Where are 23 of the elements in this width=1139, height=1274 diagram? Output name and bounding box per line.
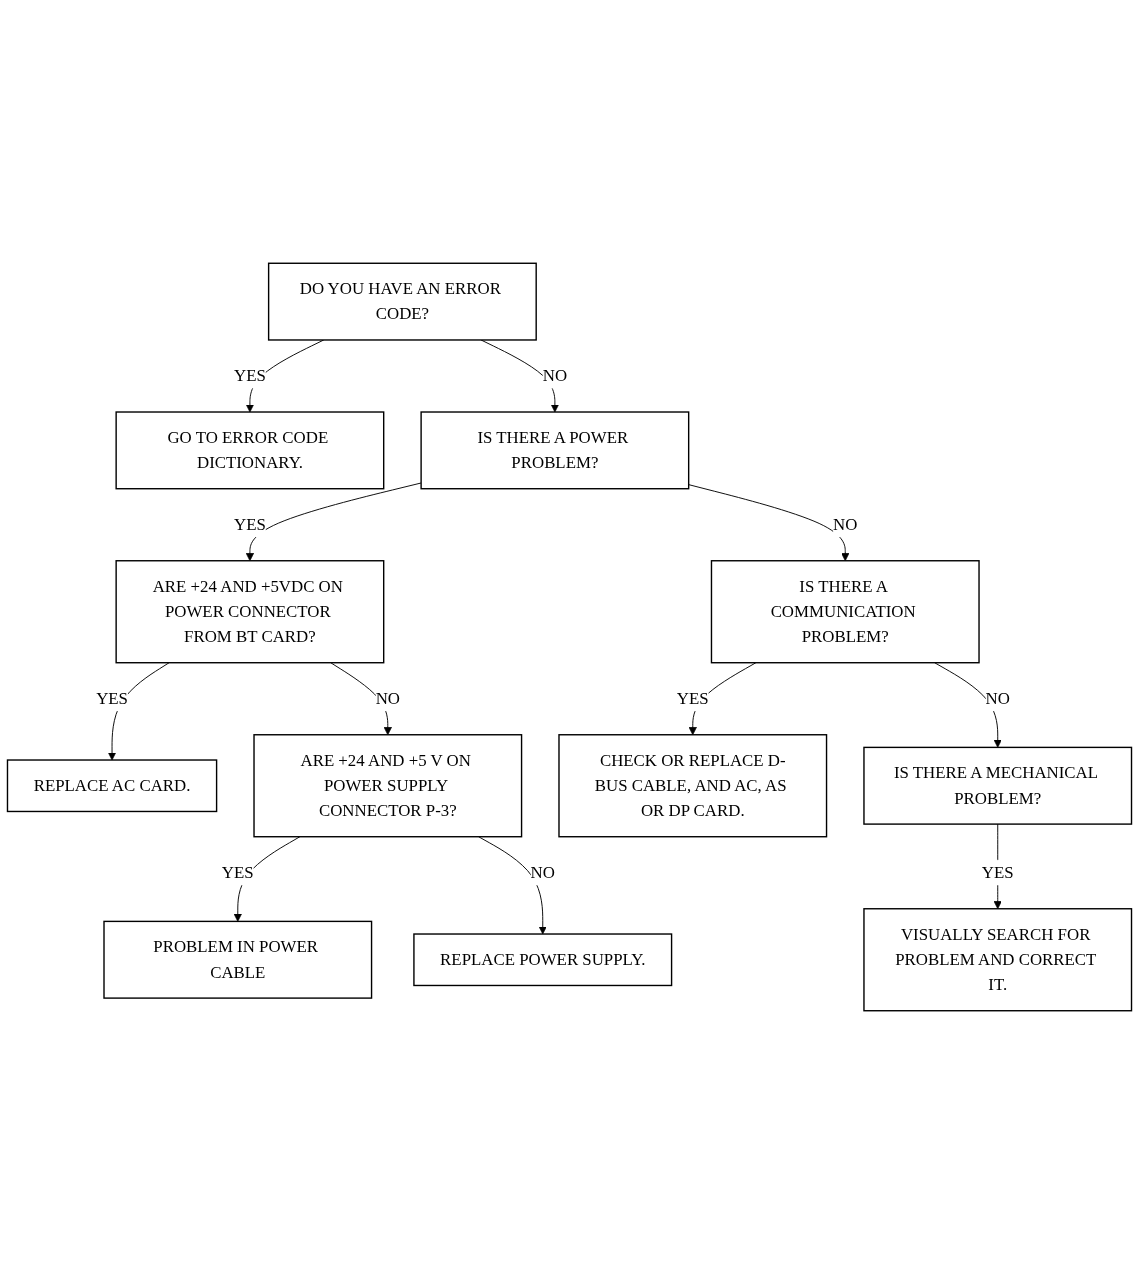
node-box: CHECK OR REPLACE D-BUS CABLE, AND AC, AS OR DP CARD. <box>558 734 828 838</box>
edge-label: NO <box>985 688 1010 708</box>
edge-label: NO <box>375 688 400 708</box>
node-box: DO YOU HAVE AN ERROR CODE? <box>267 262 537 341</box>
node-box: REPLACE POWER SUPPLY. <box>413 933 673 987</box>
edge-label: NO <box>833 514 858 534</box>
node-box: ARE +24 AND +5VDC ON POWER CONNECTOR FROM BT CARD? <box>115 560 385 664</box>
edge-label: YES <box>981 862 1014 882</box>
edge-label: YES <box>234 514 266 534</box>
edge-label: YES <box>676 688 709 708</box>
edge-label: YES <box>234 366 266 385</box>
edge-label: YES <box>221 862 254 882</box>
node-box: ARE +24 AND +5 V ON POWER SUPPLY CONNECTOR P-3? <box>253 734 523 838</box>
node-box: IS THERE A MECHANICAL PROBLEM? <box>863 746 1133 825</box>
node-box: IS THERE A COMMUNICATION PROBLEM? <box>710 560 980 664</box>
edge-label: NO <box>530 862 555 882</box>
node-box: IS THERE A POWER PROBLEM? <box>420 411 690 490</box>
node-box: REPLACE AC CARD. <box>6 759 218 813</box>
edge-label: YES <box>96 688 128 708</box>
node-box: GO TO ERROR CODE DICTIONARY. <box>115 411 385 490</box>
edge-label: NO <box>542 366 568 385</box>
node-box: VISUALLY SEARCH FOR PROBLEM AND CORRECT IT. <box>863 908 1133 1012</box>
node-box: PROBLEM IN POWER CABLE <box>103 920 373 999</box>
